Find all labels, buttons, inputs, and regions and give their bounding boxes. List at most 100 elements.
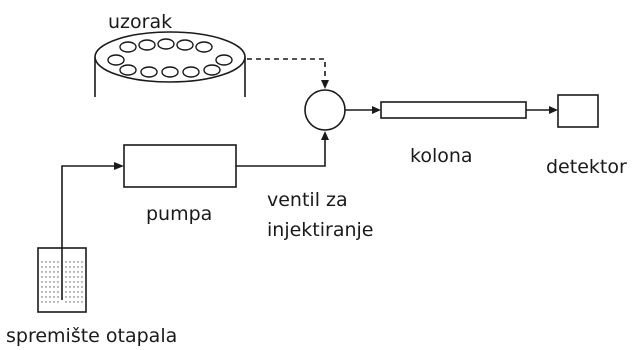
solvent-dot (81, 266, 83, 268)
injection-valve (304, 89, 346, 131)
solvent-dot (69, 296, 71, 298)
solvent-dot (53, 271, 55, 273)
solvent-dot (49, 271, 51, 273)
solvent-dot (65, 281, 67, 283)
solvent-dot (69, 266, 71, 268)
solvent-dot (81, 261, 83, 263)
solvent-dot (65, 276, 67, 278)
pump-to-valve-line (236, 140, 326, 167)
detector-label: detektor (546, 156, 627, 178)
sample-vial (140, 66, 158, 78)
solvent-dot (77, 271, 79, 273)
solvent-dot (73, 296, 75, 298)
solvent-dot (41, 301, 43, 303)
solvent-dot (45, 261, 47, 263)
solvent-dot (65, 286, 67, 288)
solvent-dot (69, 271, 71, 273)
solvent-dot (45, 276, 47, 278)
column (380, 101, 527, 119)
valve-to-column-arrow (372, 106, 381, 114)
solvent-dot (49, 261, 51, 263)
sample-vial (107, 54, 125, 66)
solvent-dot (49, 276, 51, 278)
solvent-dot (69, 291, 71, 293)
solvent-dot (57, 296, 59, 298)
sample-tray (94, 31, 246, 97)
solvent-dot (73, 271, 75, 273)
column-label: kolona (410, 145, 473, 167)
solvent-dot (69, 286, 71, 288)
solvent-dot (69, 261, 71, 263)
solvent-dot (49, 286, 51, 288)
solvent-dot (45, 296, 47, 298)
solvent-dot (57, 276, 59, 278)
reservoir-label: spremište otapala (6, 325, 177, 347)
detector (557, 94, 599, 128)
solvent-dot (41, 291, 43, 293)
solvent-dot (77, 276, 79, 278)
solvent-dot (41, 276, 43, 278)
solvent-dot (45, 286, 47, 288)
solvent-dot (65, 266, 67, 268)
solvent-dot (45, 291, 47, 293)
solvent-dot (57, 301, 59, 303)
solvent-dot (77, 281, 79, 283)
solvent-dot (53, 286, 55, 288)
solvent-dot (57, 281, 59, 283)
solvent-dot (45, 281, 47, 283)
solvent-dot (73, 291, 75, 293)
solvent-dot (53, 301, 55, 303)
solvent-dot (53, 266, 55, 268)
solvent-dot (73, 261, 75, 263)
solvent-dot (57, 291, 59, 293)
solvent-dot (77, 261, 79, 263)
solvent-dot (77, 286, 79, 288)
sample-to-valve-line (247, 58, 326, 80)
sample-label: uzorak (108, 11, 172, 33)
solvent-dot (65, 271, 67, 273)
solvent-dot (77, 266, 79, 268)
solvent-dot (45, 271, 47, 273)
solvent-dot (41, 266, 43, 268)
solvent-dot (73, 286, 75, 288)
pump-to-valve-arrow (321, 131, 329, 140)
sample-vial (119, 64, 137, 76)
solvent-dot (53, 281, 55, 283)
solvent-dot (49, 281, 51, 283)
solvent-dot (69, 276, 71, 278)
solvent-dot (65, 291, 67, 293)
solvent-dot (49, 301, 51, 303)
solvent-dot (69, 281, 71, 283)
reservoir-solvent-fill (41, 261, 83, 303)
reservoir-to-pump-arrow (114, 162, 124, 170)
sample-vial (215, 54, 233, 66)
solvent-dot (81, 301, 83, 303)
sample-to-valve-arrow (321, 80, 329, 89)
sample-tray-sides (94, 57, 246, 97)
solvent-dot (53, 291, 55, 293)
column-to-detector-arrow (549, 106, 558, 114)
solvent-dot (41, 281, 43, 283)
solvent-dot (81, 296, 83, 298)
solvent-dot (53, 276, 55, 278)
solvent-dot (65, 296, 67, 298)
sample-vial (157, 38, 175, 50)
reservoir-to-pump-line (61, 165, 114, 300)
solvent-dot (53, 261, 55, 263)
solvent-dot (57, 271, 59, 273)
solvent-dot (41, 296, 43, 298)
solvent-dot (49, 266, 51, 268)
solvent-dot (73, 301, 75, 303)
solvent-dot (81, 281, 83, 283)
solvent-dot (41, 286, 43, 288)
solvent-dot (57, 286, 59, 288)
solvent-dot (73, 281, 75, 283)
solvent-dot (73, 276, 75, 278)
solvent-dot (49, 291, 51, 293)
solvent-dot (49, 296, 51, 298)
sample-vial (176, 39, 194, 51)
solvent-dot (45, 301, 47, 303)
solvent-dot (81, 291, 83, 293)
solvent-dot (77, 296, 79, 298)
